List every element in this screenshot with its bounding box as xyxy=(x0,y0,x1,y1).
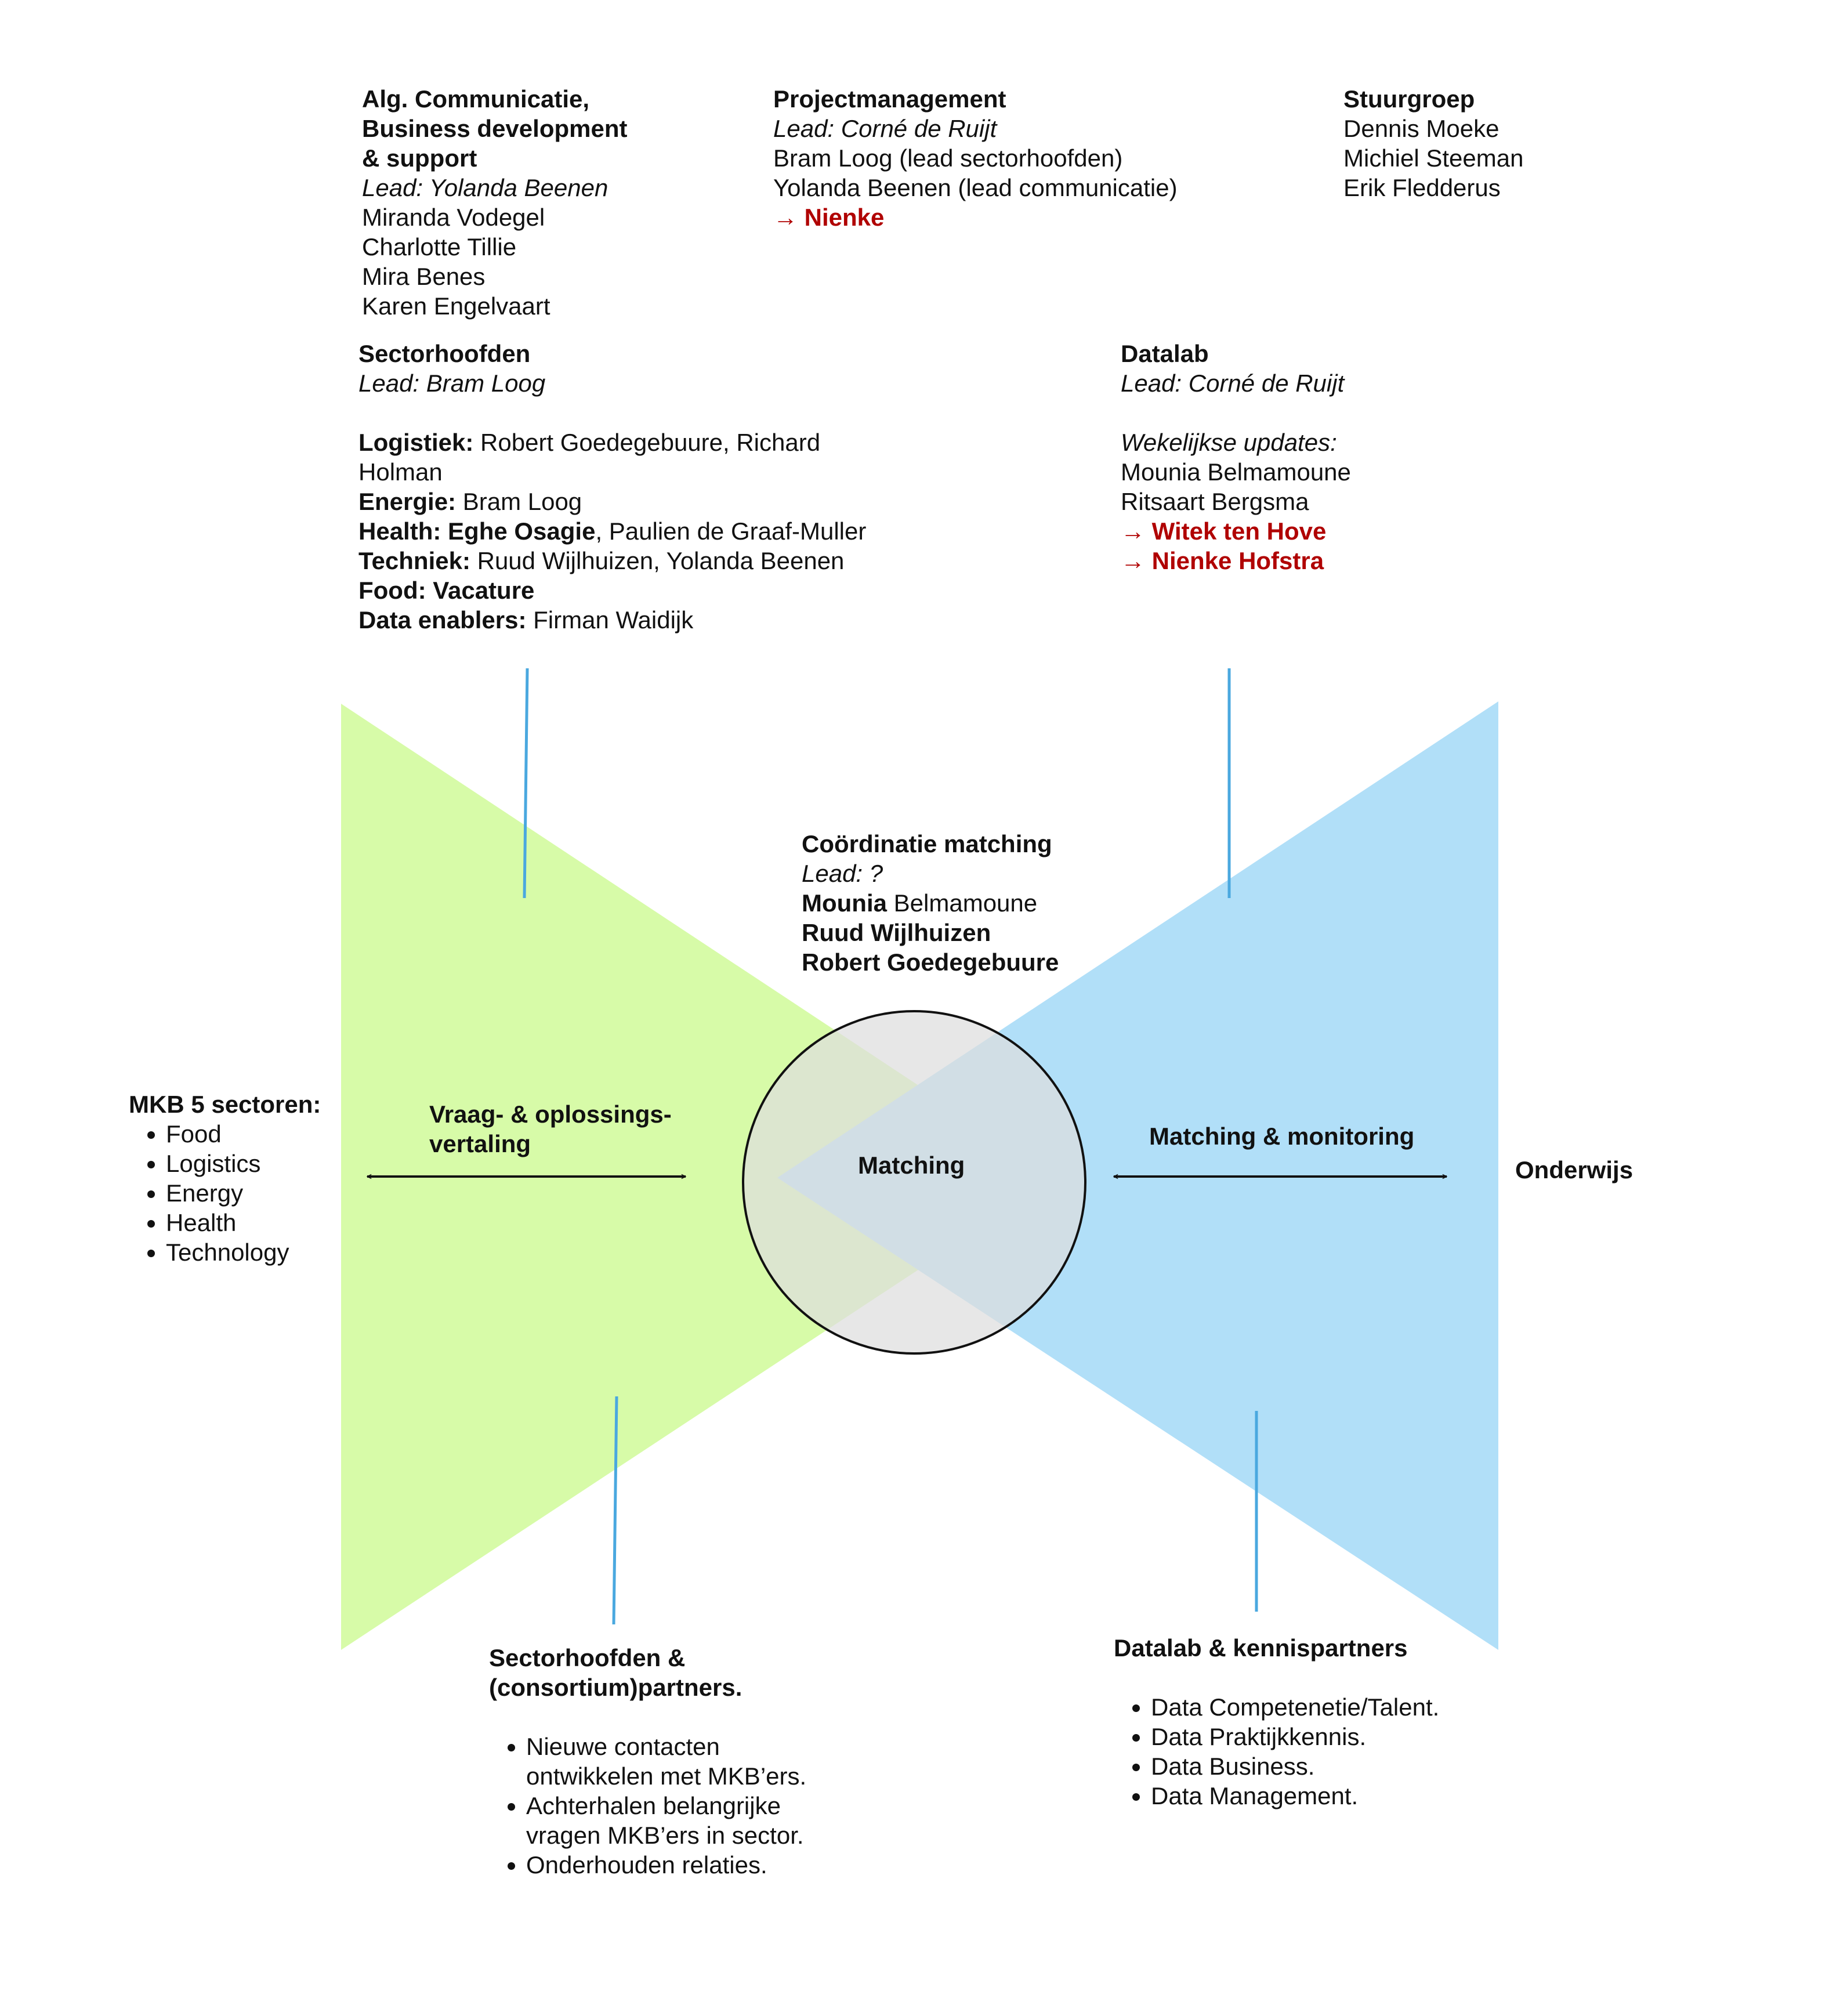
datalab-highlight: → Witek ten Hove xyxy=(1121,517,1327,545)
stuurgroep-title: Stuurgroep xyxy=(1343,85,1475,113)
projectmanagement-block: Projectmanagement Lead: Corné de Ruijt B… xyxy=(773,84,1178,232)
kennis-item: Data Competenetie/Talent. xyxy=(1151,1692,1439,1722)
sector-label: Techniek: xyxy=(358,547,470,574)
sector-row: Holman xyxy=(358,457,866,487)
sector-label: Energie: xyxy=(358,488,457,515)
projectmanagement-lead: Lead: Corné de Ruijt xyxy=(773,115,997,142)
stuurgroep-block: Stuurgroep Dennis Moeke Michiel Steeman … xyxy=(1343,84,1523,202)
projectmanagement-member: Bram Loog (lead sectorhoofden) xyxy=(773,144,1123,172)
stuurgroep-member: Michiel Steeman xyxy=(1343,144,1524,172)
sector-label: Food: xyxy=(358,577,426,604)
sector-members: Bram Loog xyxy=(462,488,582,515)
sector-row: Energie: Bram Loog xyxy=(358,487,866,516)
communicatie-block: Alg. Communicatie, Business development … xyxy=(362,84,627,321)
projectmanagement-title: Projectmanagement xyxy=(773,85,1006,113)
coordinatie-member: Ruud Wijlhuizen xyxy=(802,919,991,946)
sectorhoofden-block: Sectorhoofden Lead: Bram Loog Logistiek:… xyxy=(358,339,866,635)
partners-block: Sectorhoofden & (consortium)partners. Ni… xyxy=(489,1643,806,1880)
communicatie-member: Mira Benes xyxy=(362,263,486,290)
sectorhoofden-lead: Lead: Bram Loog xyxy=(358,370,546,397)
datalab-highlight: → Nienke Hofstra xyxy=(1121,547,1324,574)
sectorhoofden-title: Sectorhoofden xyxy=(358,340,531,367)
projectmanagement-highlight: → Nienke xyxy=(773,204,885,231)
sector-members: Ruud Wijlhuizen, Yolanda Beenen xyxy=(477,547,845,574)
kennis-item: Data Management. xyxy=(1151,1781,1439,1811)
sector-row: Data enablers: Firman Waidijk xyxy=(358,605,866,635)
communicatie-lead: Lead: Yolanda Beenen xyxy=(362,174,608,201)
sector-label: Health: xyxy=(358,517,441,545)
communicatie-title-line: Alg. Communicatie, xyxy=(362,85,590,113)
datalab-lead: Lead: Corné de Ruijt xyxy=(1121,370,1345,397)
partners-title-line: (consortium)partners. xyxy=(489,1674,742,1701)
kennis-list: Data Competenetie/Talent. Data Praktijkk… xyxy=(1114,1692,1439,1811)
mkb-title: MKB 5 sectoren: xyxy=(129,1091,321,1118)
communicatie-member: Charlotte Tillie xyxy=(362,233,517,260)
kennis-item: Data Business. xyxy=(1151,1751,1439,1781)
coordinatie-block: Coördinatie matching Lead: ? Mounia Belm… xyxy=(802,829,1059,977)
sector-label: Data enablers: xyxy=(358,606,527,634)
matching-circle xyxy=(742,1010,1086,1355)
onderwijs-label: Onderwijs xyxy=(1515,1156,1633,1183)
communicatie-title-line: & support xyxy=(362,144,477,172)
kennis-block: Datalab & kennispartners Data Competenet… xyxy=(1114,1633,1439,1811)
datalab-updates-label: Wekelijkse updates: xyxy=(1121,429,1337,456)
mkb-item: Food xyxy=(166,1119,321,1149)
kennis-title: Datalab & kennispartners xyxy=(1114,1634,1408,1662)
mkb-list: Food Logistics Energy Health Technology xyxy=(129,1119,321,1267)
sector-row: Techniek: Ruud Wijlhuizen, Yolanda Beene… xyxy=(358,546,866,576)
sector-members: , Paulien de Graaf-Muller xyxy=(595,517,867,545)
sector-label: Logistiek: xyxy=(358,429,474,456)
sector-members: Firman Waidijk xyxy=(533,606,694,634)
left-triangle xyxy=(341,704,1058,1650)
mkb-item: Health xyxy=(166,1208,321,1237)
mkb-block: MKB 5 sectoren: Food Logistics Energy He… xyxy=(129,1090,321,1267)
coordinatie-member: Mounia Belmamoune xyxy=(802,889,1038,917)
coordinatie-member: Robert Goedegebuure xyxy=(802,949,1059,976)
datalab-member: Mounia Belmamoune xyxy=(1121,458,1351,486)
sector-members-bold: Vacature xyxy=(433,577,535,604)
mkb-item: Technology xyxy=(166,1237,321,1267)
connector-line-partners xyxy=(612,1396,618,1625)
sector-row: Food: Vacature xyxy=(358,576,866,605)
partners-item: Onderhouden relaties. xyxy=(526,1850,806,1880)
kennis-item: Data Praktijkkennis. xyxy=(1151,1722,1439,1751)
sector-row: Health: Eghe Osagie, Paulien de Graaf-Mu… xyxy=(358,516,866,546)
partners-title-line: Sectorhoofden & xyxy=(489,1644,686,1671)
sector-members: Holman xyxy=(358,458,443,486)
communicatie-title-line: Business development xyxy=(362,115,628,142)
coordinatie-lead: Lead: ? xyxy=(802,860,883,887)
mkb-item: Logistics xyxy=(166,1149,321,1178)
matching-label: Matching xyxy=(858,1152,965,1179)
mkb-item: Energy xyxy=(166,1178,321,1208)
stuurgroep-member: Erik Fledderus xyxy=(1343,174,1501,201)
datalab-title: Datalab xyxy=(1121,340,1209,367)
communicatie-member: Miranda Vodegel xyxy=(362,204,545,231)
coordinatie-title: Coördinatie matching xyxy=(802,830,1052,857)
vraag-label: Vraag- & oplossings- vertaling xyxy=(429,1101,672,1157)
sector-members-bold: Eghe Osagie xyxy=(448,517,596,545)
sector-row: Logistiek: Robert Goedegebuure, Richard xyxy=(358,428,866,457)
datalab-block: Datalab Lead: Corné de Ruijt Wekelijkse … xyxy=(1121,339,1351,576)
sector-members: Robert Goedegebuure, Richard xyxy=(480,429,821,456)
monitoring-label: Matching & monitoring xyxy=(1149,1123,1415,1150)
projectmanagement-member: Yolanda Beenen (lead communicatie) xyxy=(773,174,1178,201)
datalab-member: Ritsaart Bergsma xyxy=(1121,488,1309,515)
communicatie-member: Karen Engelvaart xyxy=(362,292,550,320)
stuurgroep-member: Dennis Moeke xyxy=(1343,115,1499,142)
connector-line-sectorhoofden xyxy=(523,668,529,899)
